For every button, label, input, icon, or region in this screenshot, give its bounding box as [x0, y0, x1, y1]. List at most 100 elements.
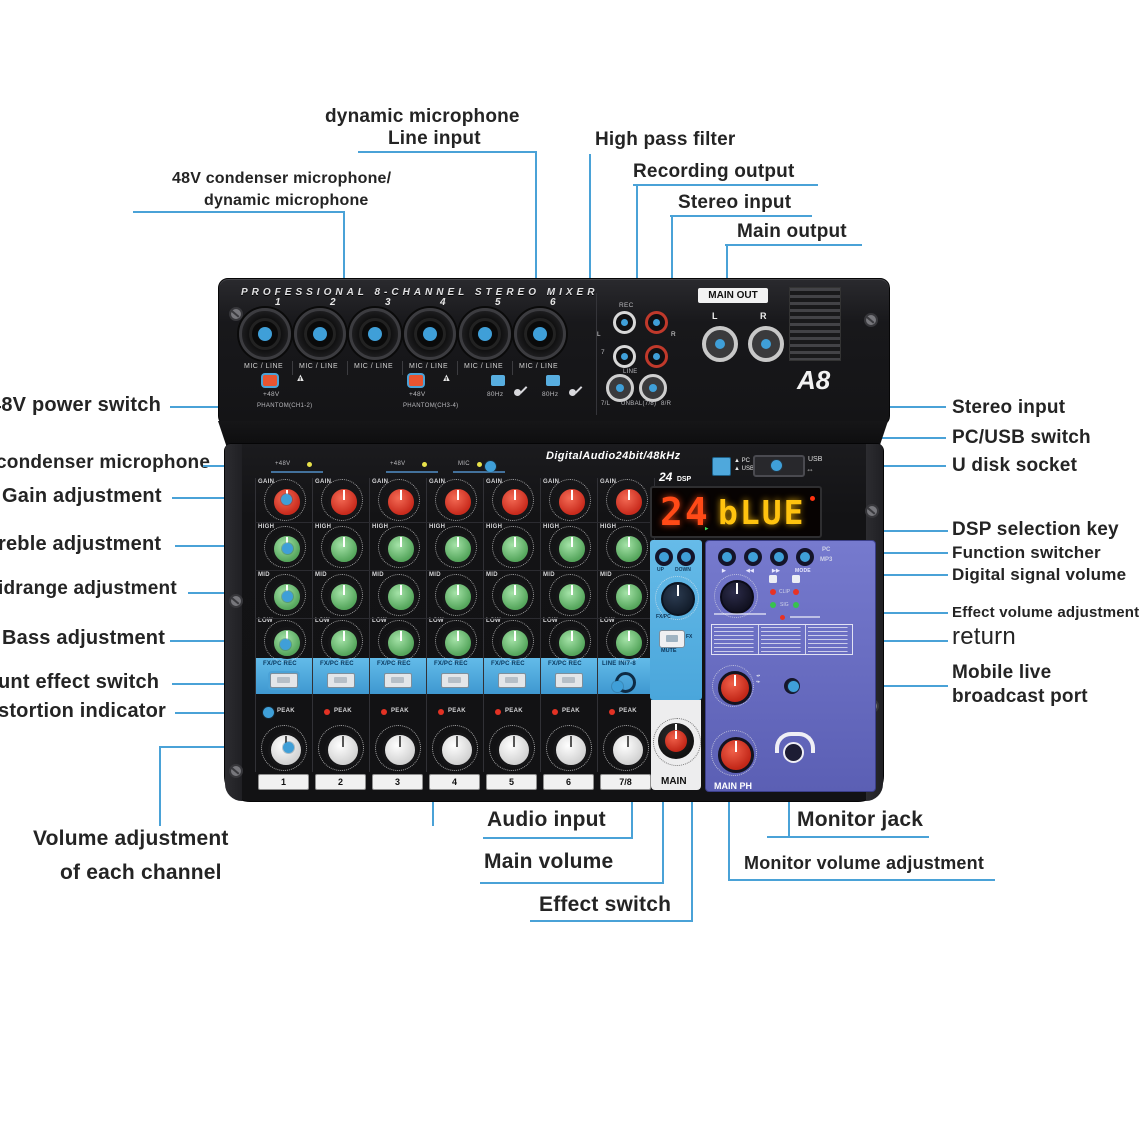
screw: [229, 307, 243, 321]
gain-knob[interactable]: [271, 486, 303, 518]
rec-output-jack-l[interactable]: [613, 311, 636, 334]
gain-knob[interactable]: [385, 486, 417, 518]
xlr-combo-jack-1[interactable]: [239, 308, 291, 360]
line-input-jack-7l[interactable]: [606, 374, 634, 402]
mute-button[interactable]: [659, 630, 685, 648]
high-eq-knob[interactable]: [385, 533, 417, 565]
low-eq-knob[interactable]: [385, 627, 417, 659]
rec-output-jack-r[interactable]: [645, 311, 668, 334]
callout-dot: [485, 461, 496, 472]
usb-icon: ⇔: [806, 465, 814, 474]
gain-knob[interactable]: [613, 486, 645, 518]
main-volume-knob[interactable]: [665, 730, 687, 752]
low-eq-knob[interactable]: [442, 627, 474, 659]
left-rail: [225, 444, 242, 801]
gain-knob[interactable]: [556, 486, 588, 518]
gain-knob[interactable]: [442, 486, 474, 518]
mid-eq-knob[interactable]: [442, 581, 474, 613]
play-pause-button[interactable]: [718, 548, 736, 566]
dsp-volume-knob[interactable]: [720, 580, 754, 614]
divider: [402, 361, 403, 375]
xlr-combo-jack-4[interactable]: [404, 308, 456, 360]
mid-eq-knob[interactable]: [499, 581, 531, 613]
xlr-combo-jack-2[interactable]: [294, 308, 346, 360]
stereo-l-mark: L: [597, 331, 601, 338]
hpf-switch-ch5[interactable]: [491, 375, 505, 386]
low-eq-knob[interactable]: [328, 627, 360, 659]
monitor-jack[interactable]: [783, 742, 804, 763]
low-eq-knob[interactable]: [556, 627, 588, 659]
strip-divider: [369, 478, 370, 772]
gain-knob[interactable]: [499, 486, 531, 518]
line-input-jack-8r[interactable]: [639, 374, 667, 402]
pc-usb-switch[interactable]: [712, 457, 731, 476]
divider: [292, 361, 293, 375]
stereo-input-jack-l[interactable]: [613, 345, 636, 368]
mic-led: [477, 462, 482, 467]
gain-label: GAIN: [600, 479, 617, 485]
low-eq-knob[interactable]: [613, 627, 645, 659]
high-eq-knob[interactable]: [499, 533, 531, 565]
phantom-led: [422, 462, 427, 467]
channel-volume-knob[interactable]: [553, 732, 589, 768]
down-button[interactable]: [677, 548, 695, 566]
rear-banner: PROFESSIONAL 8-CHANNEL STEREO MIXER: [241, 287, 599, 298]
gain-knob[interactable]: [328, 486, 360, 518]
main-out-jack-l[interactable]: [702, 326, 738, 362]
main-out-jack-r[interactable]: [748, 326, 784, 362]
rear-channel-number: 4: [440, 297, 446, 308]
channel-volume-knob[interactable]: [382, 732, 418, 768]
next-track-button[interactable]: [770, 548, 788, 566]
fx-pc-knob[interactable]: [661, 582, 695, 616]
fx-label: FX: [686, 634, 693, 640]
mp3-mode-label: MP3: [820, 557, 833, 563]
row-divider: [255, 618, 654, 619]
high-eq-knob[interactable]: [271, 533, 303, 565]
warning-icon: ▲!: [441, 372, 452, 385]
fx-rec-label: FX/PC REC: [434, 661, 468, 667]
mid-eq-knob[interactable]: [385, 581, 417, 613]
fx-rec-button[interactable]: [441, 673, 469, 688]
mid-eq-knob[interactable]: [613, 581, 645, 613]
prev-track-button[interactable]: [744, 548, 762, 566]
hpf-switch-ch6[interactable]: [546, 375, 560, 386]
channel-volume-knob[interactable]: [439, 732, 475, 768]
xlr-combo-jack-3[interactable]: [349, 308, 401, 360]
low-eq-knob[interactable]: [499, 627, 531, 659]
stereo-input-jack-r[interactable]: [645, 345, 668, 368]
fx-rec-label: LINE IN/7-8: [602, 661, 636, 667]
xlr-combo-jack-6[interactable]: [514, 308, 566, 360]
fx-rec-button[interactable]: [498, 673, 526, 688]
mode-button[interactable]: [796, 548, 814, 566]
monitor-volume-knob[interactable]: [718, 737, 754, 773]
effect-return-knob[interactable]: [718, 671, 752, 705]
decor: [386, 471, 438, 473]
divider: [347, 361, 348, 375]
high-eq-knob[interactable]: [556, 533, 588, 565]
mic-line-label: MIC / LINE: [409, 363, 449, 370]
high-eq-knob[interactable]: [328, 533, 360, 565]
high-label: HIGH: [315, 524, 332, 530]
phantom-switch-ch34[interactable]: [409, 375, 423, 386]
mid-eq-knob[interactable]: [556, 581, 588, 613]
strip-divider: [540, 478, 541, 772]
label-return: return: [952, 623, 1016, 650]
mid-label: MID: [429, 572, 441, 578]
high-eq-knob[interactable]: [442, 533, 474, 565]
channel-volume-knob[interactable]: [496, 732, 532, 768]
fx-rec-button[interactable]: [384, 673, 412, 688]
xlr-combo-jack-5[interactable]: [459, 308, 511, 360]
up-button[interactable]: [655, 548, 673, 566]
fx-rec-button[interactable]: [270, 673, 298, 688]
phantom-switch-ch12[interactable]: [263, 375, 277, 386]
fx-rec-button[interactable]: [327, 673, 355, 688]
channel-volume-knob[interactable]: [610, 732, 646, 768]
channel-number-plate: 6: [543, 774, 594, 790]
low-eq-knob[interactable]: [271, 627, 303, 659]
high-eq-knob[interactable]: [613, 533, 645, 565]
mid-eq-knob[interactable]: [328, 581, 360, 613]
gain-label: GAIN: [258, 479, 275, 485]
channel-volume-knob[interactable]: [325, 732, 361, 768]
fx-rec-button[interactable]: [555, 673, 583, 688]
label-audio-input: Audio input: [487, 808, 606, 831]
